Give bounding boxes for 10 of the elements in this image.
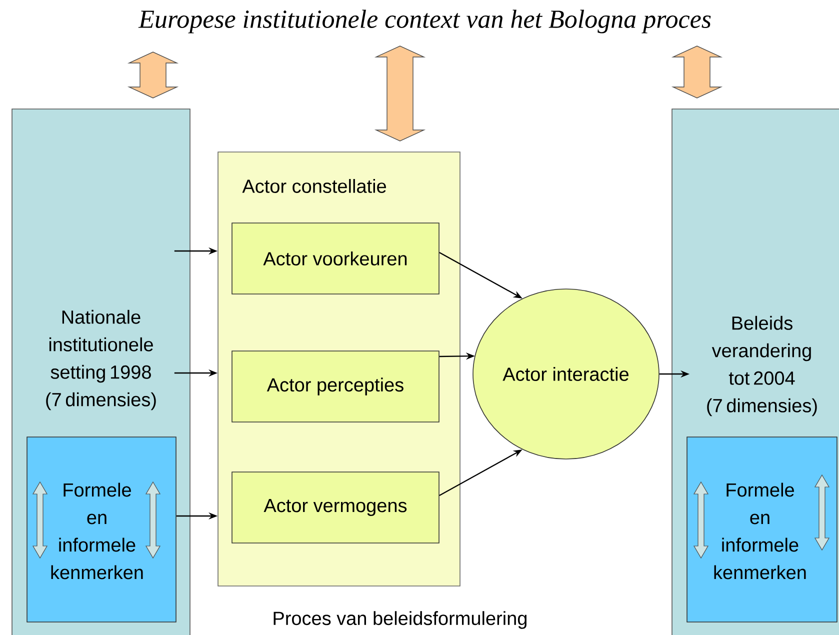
inner-box: Formele en informele kenmerken — [26, 436, 176, 622]
block-arrow — [127, 52, 179, 98]
process-box: Actor vermogens — [232, 472, 440, 544]
caption-text: Proces van beleidsformulering — [274, 611, 526, 629]
block-arrow — [374, 46, 426, 142]
title: Europese institutionele context van het Bologna proces — [138, 10, 711, 34]
process-box: Actor percepties — [232, 350, 440, 422]
block-arrow — [671, 46, 723, 98]
inner-box: Formele en informele kenmerken — [686, 436, 838, 622]
process-box: Actor voorkeuren — [232, 222, 440, 294]
